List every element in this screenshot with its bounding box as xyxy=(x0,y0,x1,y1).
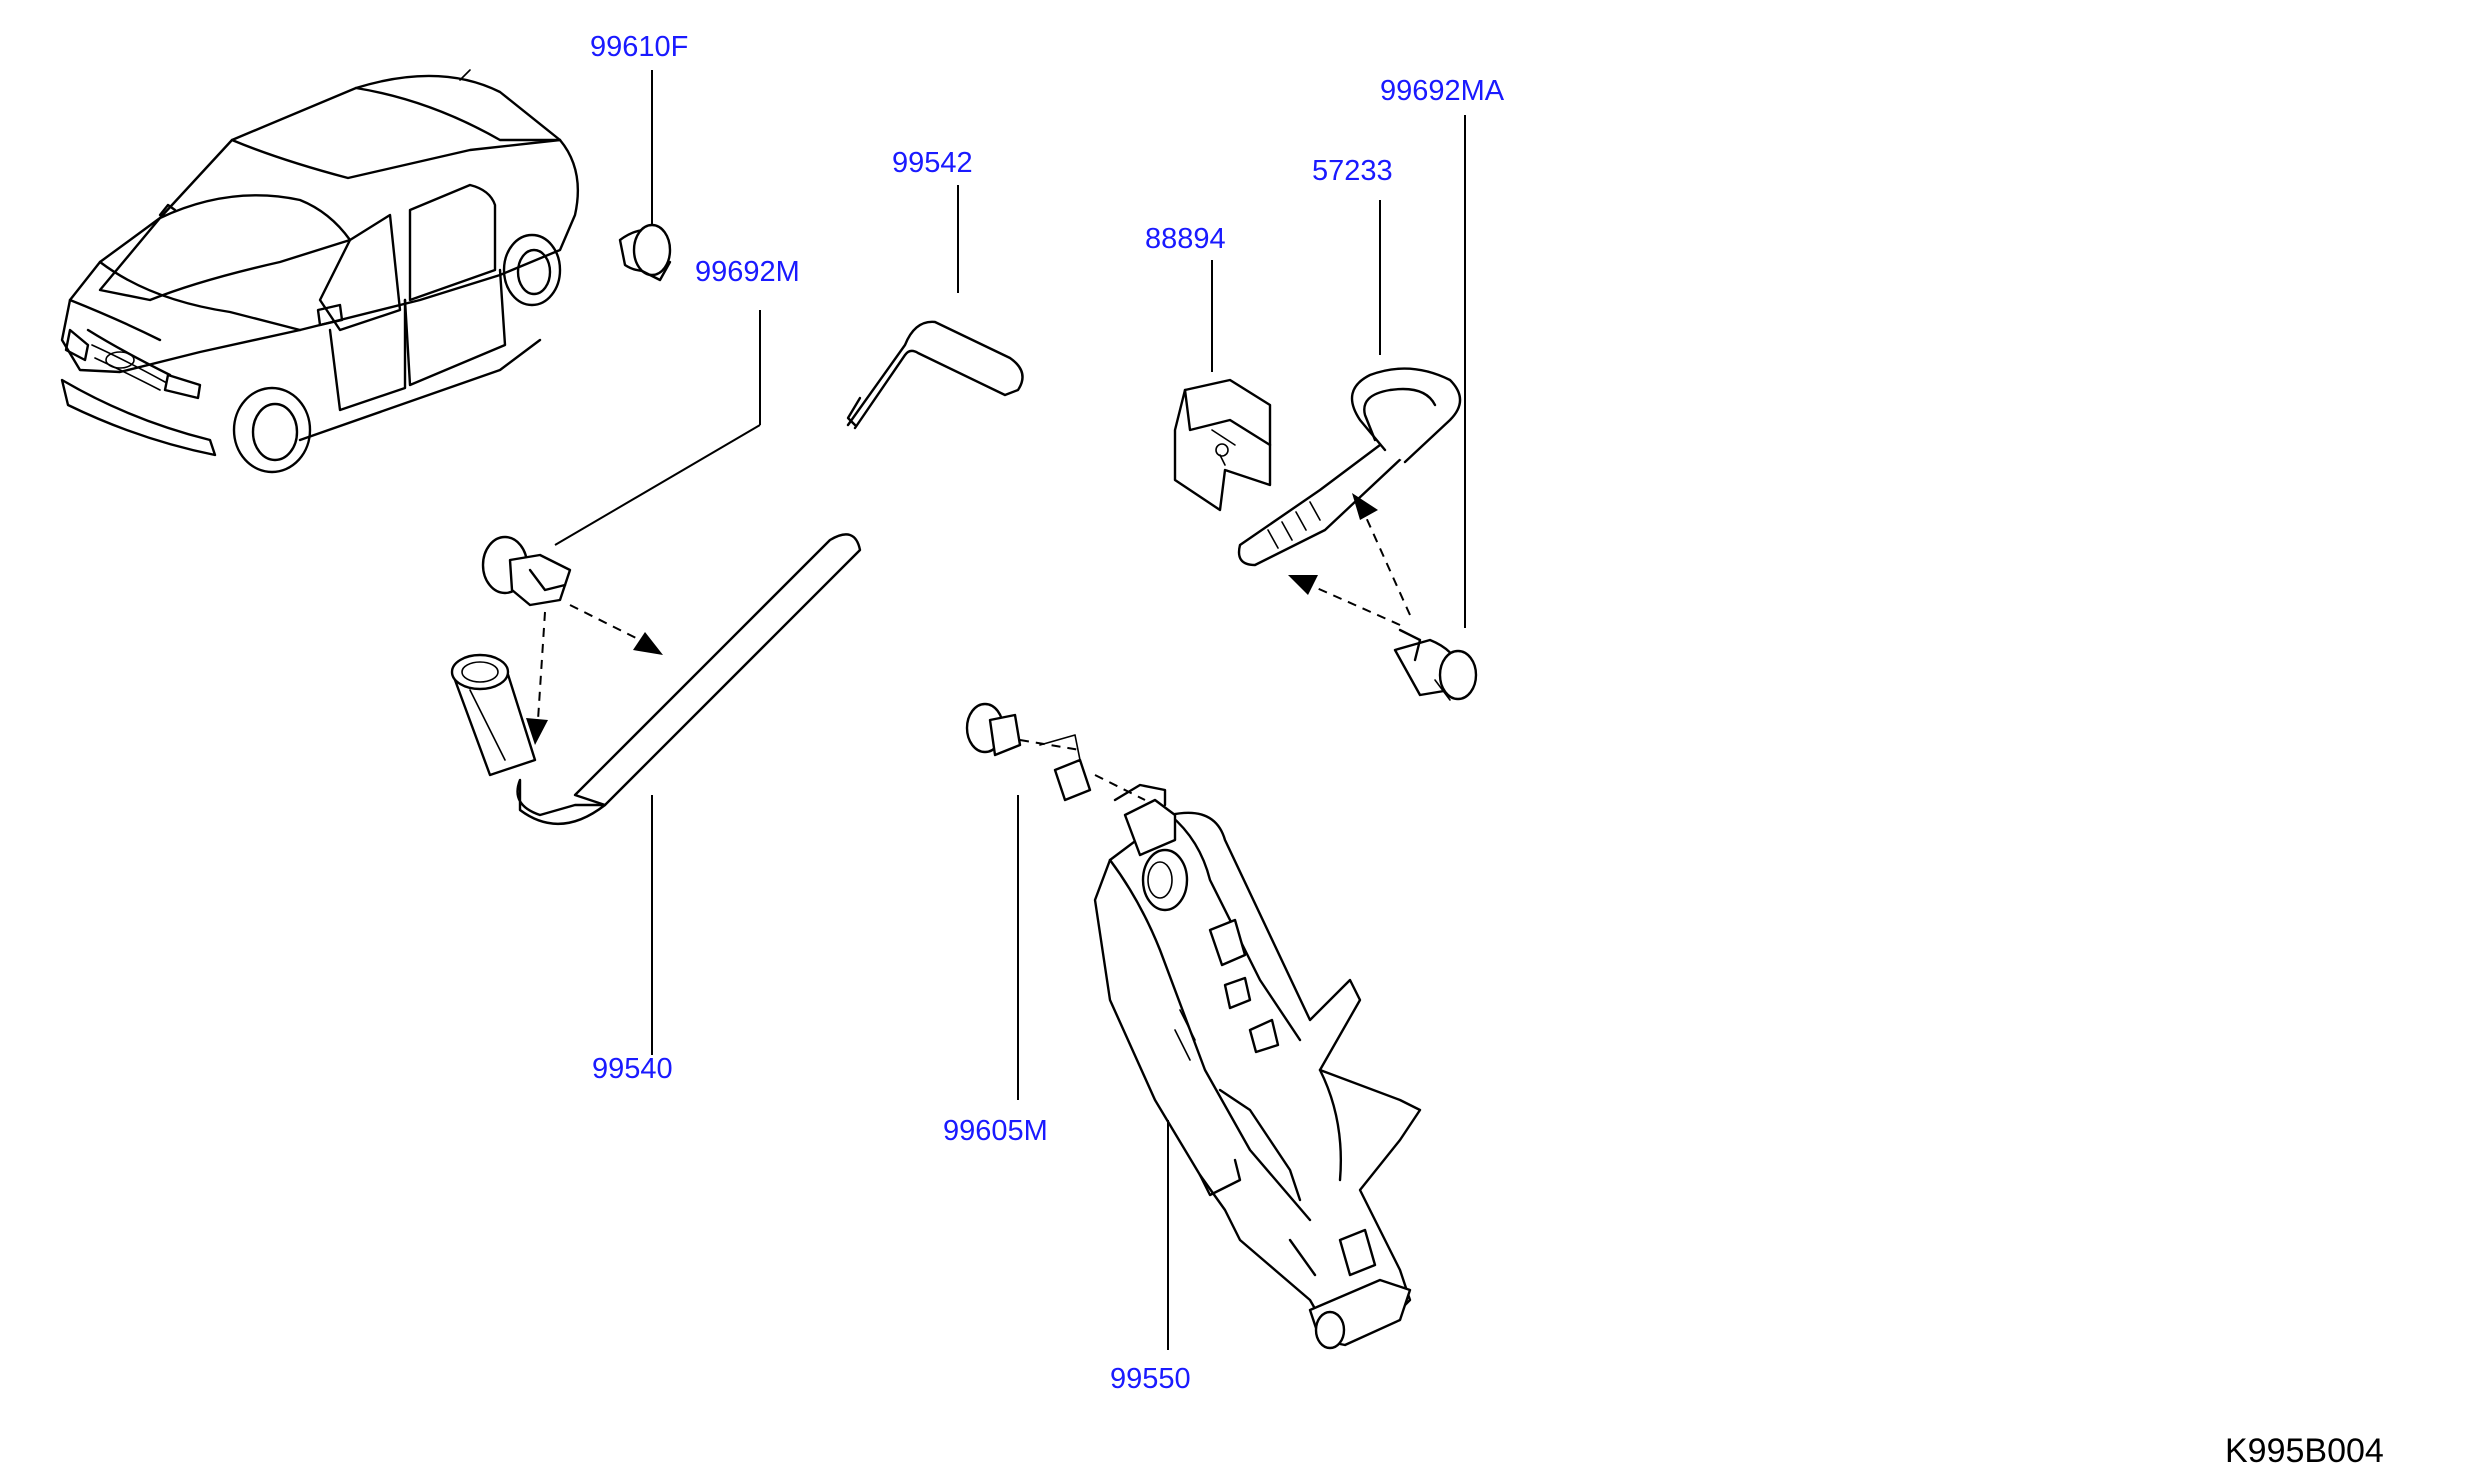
label-99550: 99550 xyxy=(1110,1363,1191,1395)
clip-99692MA xyxy=(1393,628,1478,701)
vehicle-illustration xyxy=(60,69,580,474)
clip-99692M xyxy=(481,535,572,607)
label-99605M: 99605M xyxy=(943,1115,1048,1147)
label-99540: 99540 xyxy=(592,1053,673,1085)
wheel-brace-99540 xyxy=(450,533,862,825)
label-57233: 57233 xyxy=(1312,155,1393,187)
label-99692M: 99692M xyxy=(695,256,800,288)
figure-code: K995B004 xyxy=(2225,1432,2384,1470)
tow-hook-57233 xyxy=(1237,367,1462,567)
dashed-path-99692MA-b xyxy=(1309,584,1401,626)
dashed-path-99692M-b xyxy=(537,611,546,721)
dashed-path-99692M-a xyxy=(569,604,641,641)
scissor-jack-99550 xyxy=(1093,783,1422,1350)
dashed-path-99692MA-a xyxy=(1364,514,1411,616)
clip-99610F xyxy=(618,223,672,282)
label-99542: 99542 xyxy=(892,147,973,179)
clip-99605M xyxy=(965,702,1092,802)
hook-tool-99542 xyxy=(846,320,1024,430)
label-99610F: 99610F xyxy=(590,31,688,63)
label-99692MA: 99692MA xyxy=(1380,75,1505,107)
label-88894: 88894 xyxy=(1145,223,1226,255)
bracket-88894 xyxy=(1173,378,1272,512)
